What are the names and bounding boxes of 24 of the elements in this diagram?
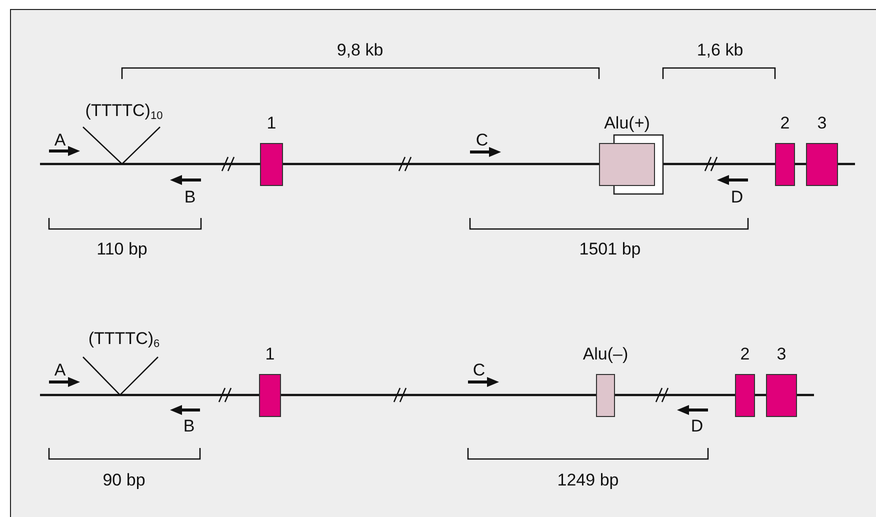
exon-number: 1 [265, 346, 275, 362]
primer-label: B [183, 418, 195, 434]
repeat-label: (TTTTC)$_{6}$ [88, 330, 160, 350]
exon-number: 3 [817, 114, 827, 132]
dimension-label: 90 bp [102, 472, 146, 488]
primer-label: A [54, 132, 66, 148]
primer-label: B [184, 188, 196, 206]
exon-number: 1 [266, 114, 276, 132]
primer-label: D [730, 188, 744, 206]
exon-number: 3 [776, 346, 786, 362]
primer-label: C [472, 362, 486, 378]
dimension-label: 1249 bp [557, 472, 619, 488]
primer-label: C [476, 132, 488, 148]
alu-label: Alu(–) [582, 346, 628, 362]
dimension-label: 1,6 kb [696, 42, 744, 58]
exon-number: 2 [780, 114, 790, 132]
dimension-label: 1501 bp [579, 240, 641, 258]
alu-label: Alu(+) [604, 114, 650, 132]
dimension-label: 9,8 kb [336, 42, 384, 58]
primer-label: A [54, 362, 66, 378]
dimension-label: 110 bp [96, 240, 148, 258]
primer-label: D [690, 418, 704, 434]
repeat-label: (TTTTC)$_{10}$ [85, 102, 163, 122]
exon-number: 2 [740, 346, 750, 362]
